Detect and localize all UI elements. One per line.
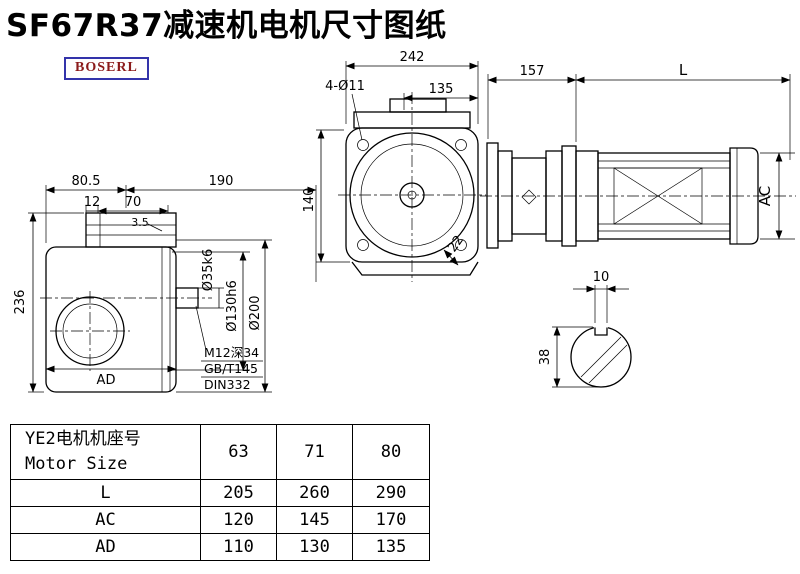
row-label-AC: AC (10, 506, 201, 534)
table-cell: 135 (352, 533, 430, 561)
shaft-section-body (570, 325, 632, 388)
shaft-section-dimensions: 10 38 (538, 270, 629, 388)
dim-157-label: 157 (520, 64, 545, 79)
dim-10-label: 10 (593, 270, 610, 285)
dim-bolt-holes-label: 4-Ø11 (325, 79, 365, 94)
side-view: 80.5 190 12 70 3.5 236 AD (13, 174, 317, 393)
dim-shaft-dia-label: Ø35k6 (201, 249, 216, 292)
side-view-body (40, 212, 212, 393)
side-view-dimensions: 80.5 190 12 70 3.5 236 AD (13, 174, 317, 393)
bolt-hole (455, 139, 467, 151)
dim-236-label: 236 (13, 290, 28, 315)
dim-flange-dia-label: Ø200 (248, 295, 263, 330)
dim-AD-label: AD (97, 373, 116, 388)
dim-80-5-label: 80.5 (72, 174, 101, 189)
table-cell: 130 (276, 533, 353, 561)
bolt-hole (455, 239, 467, 251)
motor-view-dimensions: 157 L AC (487, 61, 795, 240)
table-row-AD: AD 110 130 135 (10, 533, 430, 561)
front-view-dimensions: 242 135 4-Ø11 140 22 (302, 50, 479, 266)
note-din-standard: DIN332 (204, 377, 251, 392)
motor-size-80: 80 (352, 424, 430, 480)
header-en: Motor Size (25, 454, 128, 474)
front-view-body (338, 92, 486, 282)
dim-70-label: 70 (125, 195, 142, 210)
shaft-section-view: 10 38 (538, 270, 632, 388)
header-cn: YE2电机机座号 (25, 429, 141, 449)
bolt-hole (357, 139, 369, 151)
dim-spigot-dia-label: Ø130h6 (225, 280, 240, 332)
boserl-logo: BOSERL (64, 57, 149, 80)
dim-190-label: 190 (209, 174, 234, 189)
motor-size-71: 71 (276, 424, 353, 480)
dim-22-label: 22 (445, 233, 467, 255)
dim-12-label: 12 (84, 195, 101, 210)
dim-3-5-label: 3.5 (131, 216, 149, 229)
oil-plug-symbol (521, 189, 537, 205)
motor-size-63: 63 (200, 424, 277, 480)
table-cell: 145 (276, 506, 353, 534)
dim-38-label: 38 (538, 349, 553, 366)
dim-AC-label: AC (756, 186, 774, 206)
row-label-AD: AD (10, 533, 201, 561)
bolt-hole (357, 239, 369, 251)
table-row-L: L 205 260 290 (10, 479, 430, 507)
dim-140-label: 140 (302, 188, 317, 213)
table-row-AC: AC 120 145 170 (10, 506, 430, 534)
dim-242-label: 242 (400, 50, 425, 65)
table-header-motor-size: YE2电机机座号 Motor Size (10, 424, 201, 480)
table-cell: 120 (200, 506, 277, 534)
motor-view: 157 L AC (480, 61, 796, 249)
dim-L-label: L (679, 61, 688, 79)
front-view: 242 135 4-Ø11 140 22 (302, 50, 486, 282)
gearbox-flange-plate (486, 142, 499, 249)
table-header-row: YE2电机机座号 Motor Size 63 71 80 (10, 424, 430, 480)
note-tapped-hole: M12深34 (204, 345, 259, 360)
motor-size-table: YE2电机机座号 Motor Size 63 71 80 L 205 260 2… (10, 424, 430, 561)
page-title: SF67R37减速机电机尺寸图纸 (6, 8, 447, 44)
table-cell: 205 (200, 479, 277, 507)
table-cell: 260 (276, 479, 353, 507)
table-cell: 110 (200, 533, 277, 561)
table-cell: 290 (352, 479, 430, 507)
row-label-L: L (10, 479, 201, 507)
fan-cover (729, 147, 759, 245)
housing-bottom (351, 261, 479, 276)
motor-view-body (480, 142, 796, 249)
dim-135-label: 135 (429, 82, 454, 97)
keyway (594, 327, 608, 336)
note-gb-standard: GB/T145 (204, 361, 258, 376)
table-cell: 170 (352, 506, 430, 534)
boserl-logo-text: BOSERL (75, 60, 138, 75)
